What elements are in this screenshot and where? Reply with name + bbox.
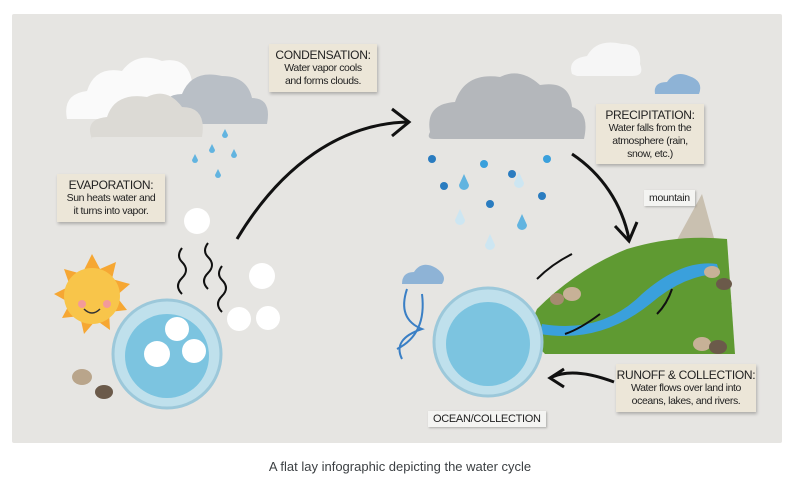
cloud-beige-icon bbox=[89, 93, 203, 139]
raindrops-icon bbox=[192, 129, 237, 178]
arrow-runoff bbox=[551, 371, 615, 384]
stones-left-icon bbox=[72, 369, 113, 399]
arrow-precipitation bbox=[571, 152, 631, 240]
precipitation-drops-icon bbox=[428, 155, 551, 250]
condensation-label: CONDENSATION: Water vapor cools and form… bbox=[269, 44, 377, 92]
cloud-small-white-icon bbox=[571, 42, 642, 76]
water-bowl-left-icon bbox=[111, 298, 223, 410]
mountain-label: mountain bbox=[644, 190, 695, 206]
evaporation-label: EVAPORATION: Sun heats water and it turn… bbox=[57, 174, 165, 222]
water-cycle-illustration bbox=[54, 42, 735, 410]
stones-right-icon bbox=[550, 266, 732, 354]
water-bowl-right-icon bbox=[432, 286, 544, 398]
cotton-vapor-icon bbox=[184, 208, 280, 331]
ocean-collection-label: OCEAN/COLLECTION bbox=[428, 411, 546, 427]
small-cloud-blue-icon bbox=[402, 264, 444, 284]
water-cycle-image: CONDENSATION: Water vapor cools and form… bbox=[12, 14, 782, 443]
runoff-label: RUNOFF & COLLECTION: Water flows over la… bbox=[616, 364, 756, 412]
vapor-arrows-icon bbox=[177, 242, 227, 313]
arrow-condensation bbox=[235, 120, 408, 240]
yarn-icon bbox=[396, 288, 425, 360]
river-icon bbox=[540, 263, 720, 336]
sun-icon bbox=[54, 254, 130, 334]
precipitation-label: PRECIPITATION: Water falls from the atmo… bbox=[596, 104, 704, 165]
rain-cloud-icon bbox=[428, 73, 586, 139]
image-caption: A flat lay infographic depicting the wat… bbox=[268, 459, 532, 474]
cloud-small-blue-icon bbox=[654, 74, 701, 94]
